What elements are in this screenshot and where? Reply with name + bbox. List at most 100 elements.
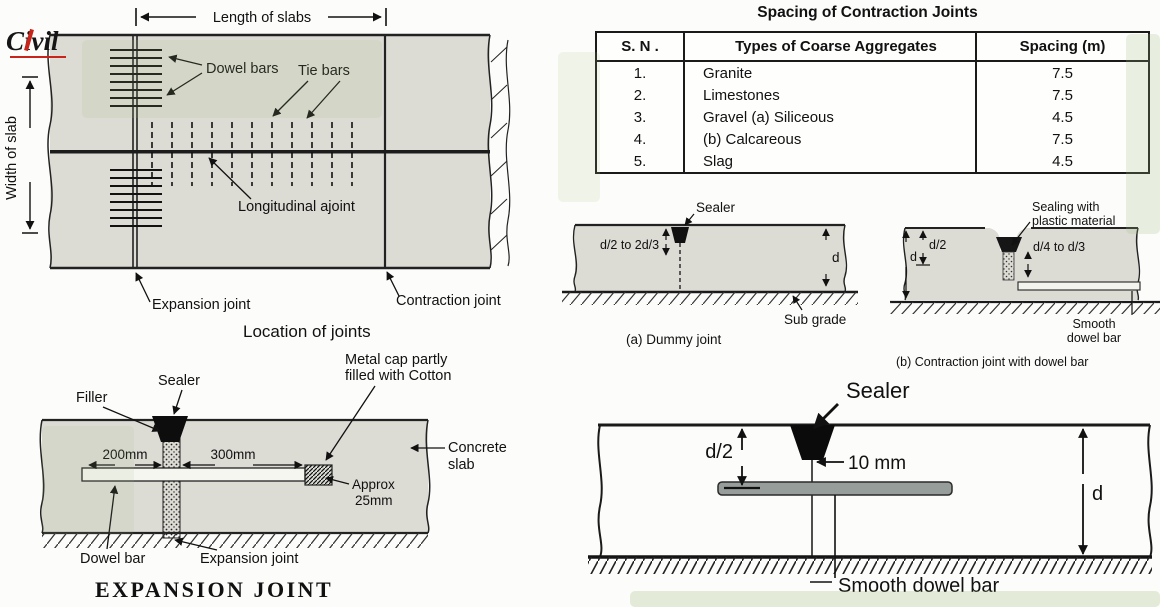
full-depth-label: d bbox=[1092, 483, 1103, 505]
expansion-joint-label: Expansion joint bbox=[200, 551, 298, 567]
cell-spacing: 4.5 bbox=[975, 150, 1149, 173]
subgrade-arrow bbox=[792, 295, 803, 311]
cell-spacing: 7.5 bbox=[975, 128, 1149, 150]
expansion-joint-arrow bbox=[174, 537, 218, 551]
civil-logo: Civil bbox=[6, 26, 92, 78]
cell-sn: 5. bbox=[633, 152, 647, 170]
ground-hatch bbox=[42, 533, 428, 548]
table-row: 2. Limestones 7.5 bbox=[596, 84, 1149, 106]
tie-bars-label: Tie bars bbox=[298, 63, 350, 79]
sealer-label: Sealer bbox=[846, 378, 910, 403]
metal-cap-shape bbox=[304, 464, 333, 486]
spacing-table: S. N . Types of Coarse Aggregates Spacin… bbox=[595, 31, 1150, 174]
full-depth-label: d bbox=[910, 250, 917, 264]
approx-label-line1: Approx bbox=[352, 477, 395, 492]
contraction-arrow bbox=[386, 271, 400, 297]
dowel-bar-shape bbox=[1017, 281, 1141, 291]
approx-label-line2: 25mm bbox=[355, 493, 393, 508]
dim-200mm-label: 200mm bbox=[102, 447, 147, 462]
cell-sn: 4. bbox=[633, 130, 647, 148]
smooth-bar-label-line1: Smooth bbox=[1072, 317, 1115, 331]
subgrade-label: Sub grade bbox=[784, 312, 846, 327]
cell-type: (b) Calcareous bbox=[683, 128, 976, 150]
ground-hatch bbox=[588, 557, 1152, 574]
groove-depth-label: d/2 to 2d/3 bbox=[600, 238, 659, 252]
concrete-slab-label-line1: Concrete bbox=[448, 440, 507, 456]
expansion-joint-diagram: 200mm 300mm Metal cap partly filled with… bbox=[39, 352, 507, 602]
metal-cap-label-line1: Metal cap partly bbox=[345, 352, 448, 368]
crack-filler-strip bbox=[1002, 251, 1015, 281]
cell-sn: 2. bbox=[633, 86, 647, 104]
contraction-joint-caption: (b) Contraction joint with dowel bar bbox=[896, 355, 1088, 369]
contraction-joint-diagram: d/2 d d/4 to d/3 Sealing with plastic ma… bbox=[890, 200, 1160, 369]
plan-caption: Location of joints bbox=[243, 322, 371, 341]
length-of-slabs-label: Length of slabs bbox=[213, 10, 311, 26]
approx-arrow bbox=[325, 475, 350, 485]
ground-hatch bbox=[890, 302, 1160, 314]
spacing-table-title: Spacing of Contraction Joints bbox=[757, 4, 978, 21]
expansion-joint-title: EXPANSION JOINT bbox=[95, 577, 333, 602]
col-header-spacing: Spacing (m) bbox=[975, 32, 1149, 62]
spacing-table-section: Spacing of Contraction Joints S. N . Typ… bbox=[575, 4, 1160, 174]
sealer-shape bbox=[152, 416, 188, 442]
longitudinal-joint-line bbox=[50, 150, 490, 154]
width-of-slab-label: Width of slab bbox=[4, 116, 20, 200]
dim-300mm-label: 300mm bbox=[210, 447, 255, 462]
sealer-label: Sealer bbox=[158, 373, 200, 389]
cell-type: Gravel (a) Siliceous bbox=[683, 106, 976, 128]
slab-plan-outline bbox=[47, 33, 511, 270]
cell-spacing: 4.5 bbox=[975, 106, 1149, 128]
half-depth-dimension bbox=[724, 428, 760, 490]
dowel-arrow-1 bbox=[168, 54, 203, 66]
half-depth-label: d/2 bbox=[929, 238, 946, 252]
col-header-type: Types of Coarse Aggregates bbox=[683, 32, 976, 62]
col-header-sn: S. N . bbox=[596, 32, 684, 62]
tie-bars-marks bbox=[151, 122, 353, 186]
dowel-bar-label: Dowel bar bbox=[80, 551, 145, 567]
dowel-bars-marks bbox=[110, 49, 162, 227]
filler-label: Filler bbox=[76, 390, 108, 406]
cell-type: Limestones bbox=[683, 84, 976, 106]
smooth-bar-label-line2: dowel bar bbox=[1067, 331, 1121, 345]
ground-hatch bbox=[562, 292, 858, 305]
slab-section-area bbox=[575, 225, 845, 291]
cell-type: Slag bbox=[683, 150, 976, 173]
metal-cap-label-line2: filled with Cotton bbox=[345, 368, 451, 384]
big-contraction-joint-diagram: Sealer d/2 10 mm d Smooth dowel bar bbox=[588, 378, 1153, 597]
dowel-arrow-2 bbox=[166, 72, 203, 96]
logo-underline bbox=[10, 56, 66, 58]
sealer-label: Sealer bbox=[696, 200, 736, 215]
dowel-bars-label: Dowel bars bbox=[206, 61, 279, 77]
table-row: 3. Gravel (a) Siliceous 4.5 bbox=[596, 106, 1149, 128]
sealing-label-line2: plastic material bbox=[1032, 214, 1115, 228]
tie-arrow-2 bbox=[306, 80, 341, 119]
slab-section-outline bbox=[572, 223, 848, 292]
metal-cap-arrow bbox=[325, 385, 376, 461]
dummy-joint-diagram: d/2 to 2d/3 d Sealer Sub grade (a) Dummy… bbox=[562, 200, 858, 347]
sealer-arrow bbox=[812, 403, 839, 430]
tie-arrow-1 bbox=[272, 80, 309, 117]
table-row: 1. Granite 7.5 bbox=[596, 61, 1149, 84]
concrete-slab-label-line2: slab bbox=[448, 457, 475, 473]
expansion-arrow bbox=[135, 272, 151, 303]
gap-width-label: 10 mm bbox=[848, 453, 906, 474]
expansion-joint-label: Expansion joint bbox=[152, 297, 250, 313]
width-dimension bbox=[22, 76, 38, 234]
length-dimension bbox=[135, 8, 387, 26]
sealer-arrow bbox=[172, 389, 183, 415]
sealer-arrow bbox=[684, 213, 695, 226]
sealer-shape bbox=[671, 227, 689, 243]
sealer-shape bbox=[790, 425, 835, 460]
table-header-row: S. N . Types of Coarse Aggregates Spacin… bbox=[596, 32, 1149, 62]
cell-spacing: 7.5 bbox=[975, 84, 1149, 106]
joint-location-plan-diagram: Length of slabs Width of slab Dowel bars… bbox=[4, 8, 511, 341]
sealing-arrow bbox=[1011, 221, 1031, 246]
half-depth-dimension bbox=[916, 230, 930, 266]
filler-arrow bbox=[102, 406, 161, 432]
slab-section-outline bbox=[597, 423, 1153, 558]
cell-spacing: 7.5 bbox=[975, 61, 1149, 84]
half-depth-label: d/2 bbox=[705, 441, 733, 463]
cell-sn: 1. bbox=[633, 64, 647, 82]
bar-depth-label: d/4 to d/3 bbox=[1033, 240, 1085, 254]
